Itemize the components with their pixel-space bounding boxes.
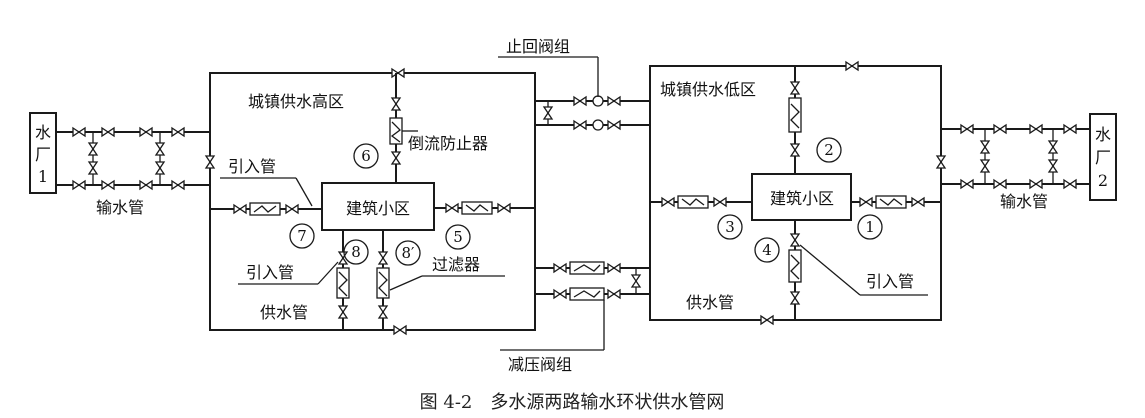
marker-2-num: 2 [824,141,834,159]
branch-8-prime [376,230,390,330]
marker-6-num: 6 [361,147,371,165]
marker-4 [754,237,780,263]
marker-7-num: 7 [297,227,307,245]
transmission-pipe-label-right: 输水管 [1000,192,1048,211]
plant1-char-3: 1 [38,167,48,186]
inlet-pipe-leader-right [799,244,861,296]
marker-4-num: 4 [762,241,772,259]
branch-5 [434,201,535,215]
branch-2 [788,66,802,174]
check-valve-group [498,56,650,131]
high-zone-loop [205,68,536,335]
marker-6 [353,143,379,169]
inlet-pipe-label-right: 引入管 [866,272,914,291]
supply-pipe-label-left: 供水管 [260,303,308,322]
building-right: 建筑小区 [751,173,852,221]
marker-5 [445,224,471,250]
water-plant-2: 水 厂 2 [1089,113,1117,201]
inlet-pipe-label-left-bottom: 引入管 [246,263,294,282]
inlet-pipe-label-left-top: 引入管 [228,157,276,176]
plant1-char-1: 水 [35,123,51,142]
plant1-char-2: 厂 [35,145,51,164]
building-left: 建筑小区 [321,182,435,231]
marker-8-prime-num: 8′ [402,244,416,262]
pressure-reducing-group [500,261,650,351]
marker-8-num: 8 [351,243,361,261]
pressure-reducing-group-label: 减压阀组 [508,355,572,374]
branch-8 [336,230,350,330]
branch-4 [788,220,802,320]
left-transmission-pipes [56,127,210,190]
water-plant-1: 水 厂 1 [29,112,57,194]
filter-leader [389,275,423,291]
right-transmission-pipes [941,124,1090,189]
plant2-char-2: 厂 [1095,148,1111,167]
inlet-pipe-leader-left-bottom [317,261,339,285]
marker-5-num: 5 [453,228,463,246]
check-valve-group-label: 止回阀组 [506,37,570,56]
marker-3-num: 3 [725,218,735,236]
figure-caption: 图 4-2 多水源两路输水环状供水管网 [420,392,725,413]
building-left-label: 建筑小区 [346,199,410,218]
marker-8 [343,239,369,265]
building-right-label: 建筑小区 [770,189,834,208]
marker-2 [816,137,842,163]
filter-label: 过滤器 [432,255,480,274]
supply-pipe-label-right: 供水管 [686,293,734,312]
backflow-preventer-label: 倒流防止器 [408,134,488,153]
transmission-pipe-label-left: 输水管 [96,198,144,217]
marker-3 [717,214,743,240]
branch-1 [851,195,941,209]
marker-7 [289,223,315,249]
branch-7 [210,202,322,216]
marker-8-prime [395,240,421,266]
plant2-char-1: 水 [1095,125,1111,144]
inlet-pipe-leader-left-top [295,177,313,207]
low-zone-label: 城镇供水低区 [660,80,756,99]
marker-1 [857,214,883,240]
marker-1-num: 1 [865,218,875,236]
branch-3 [650,195,752,209]
plant2-char-3: 2 [1098,171,1108,190]
branch-6 [389,73,418,183]
high-zone-label: 城镇供水高区 [248,92,344,111]
